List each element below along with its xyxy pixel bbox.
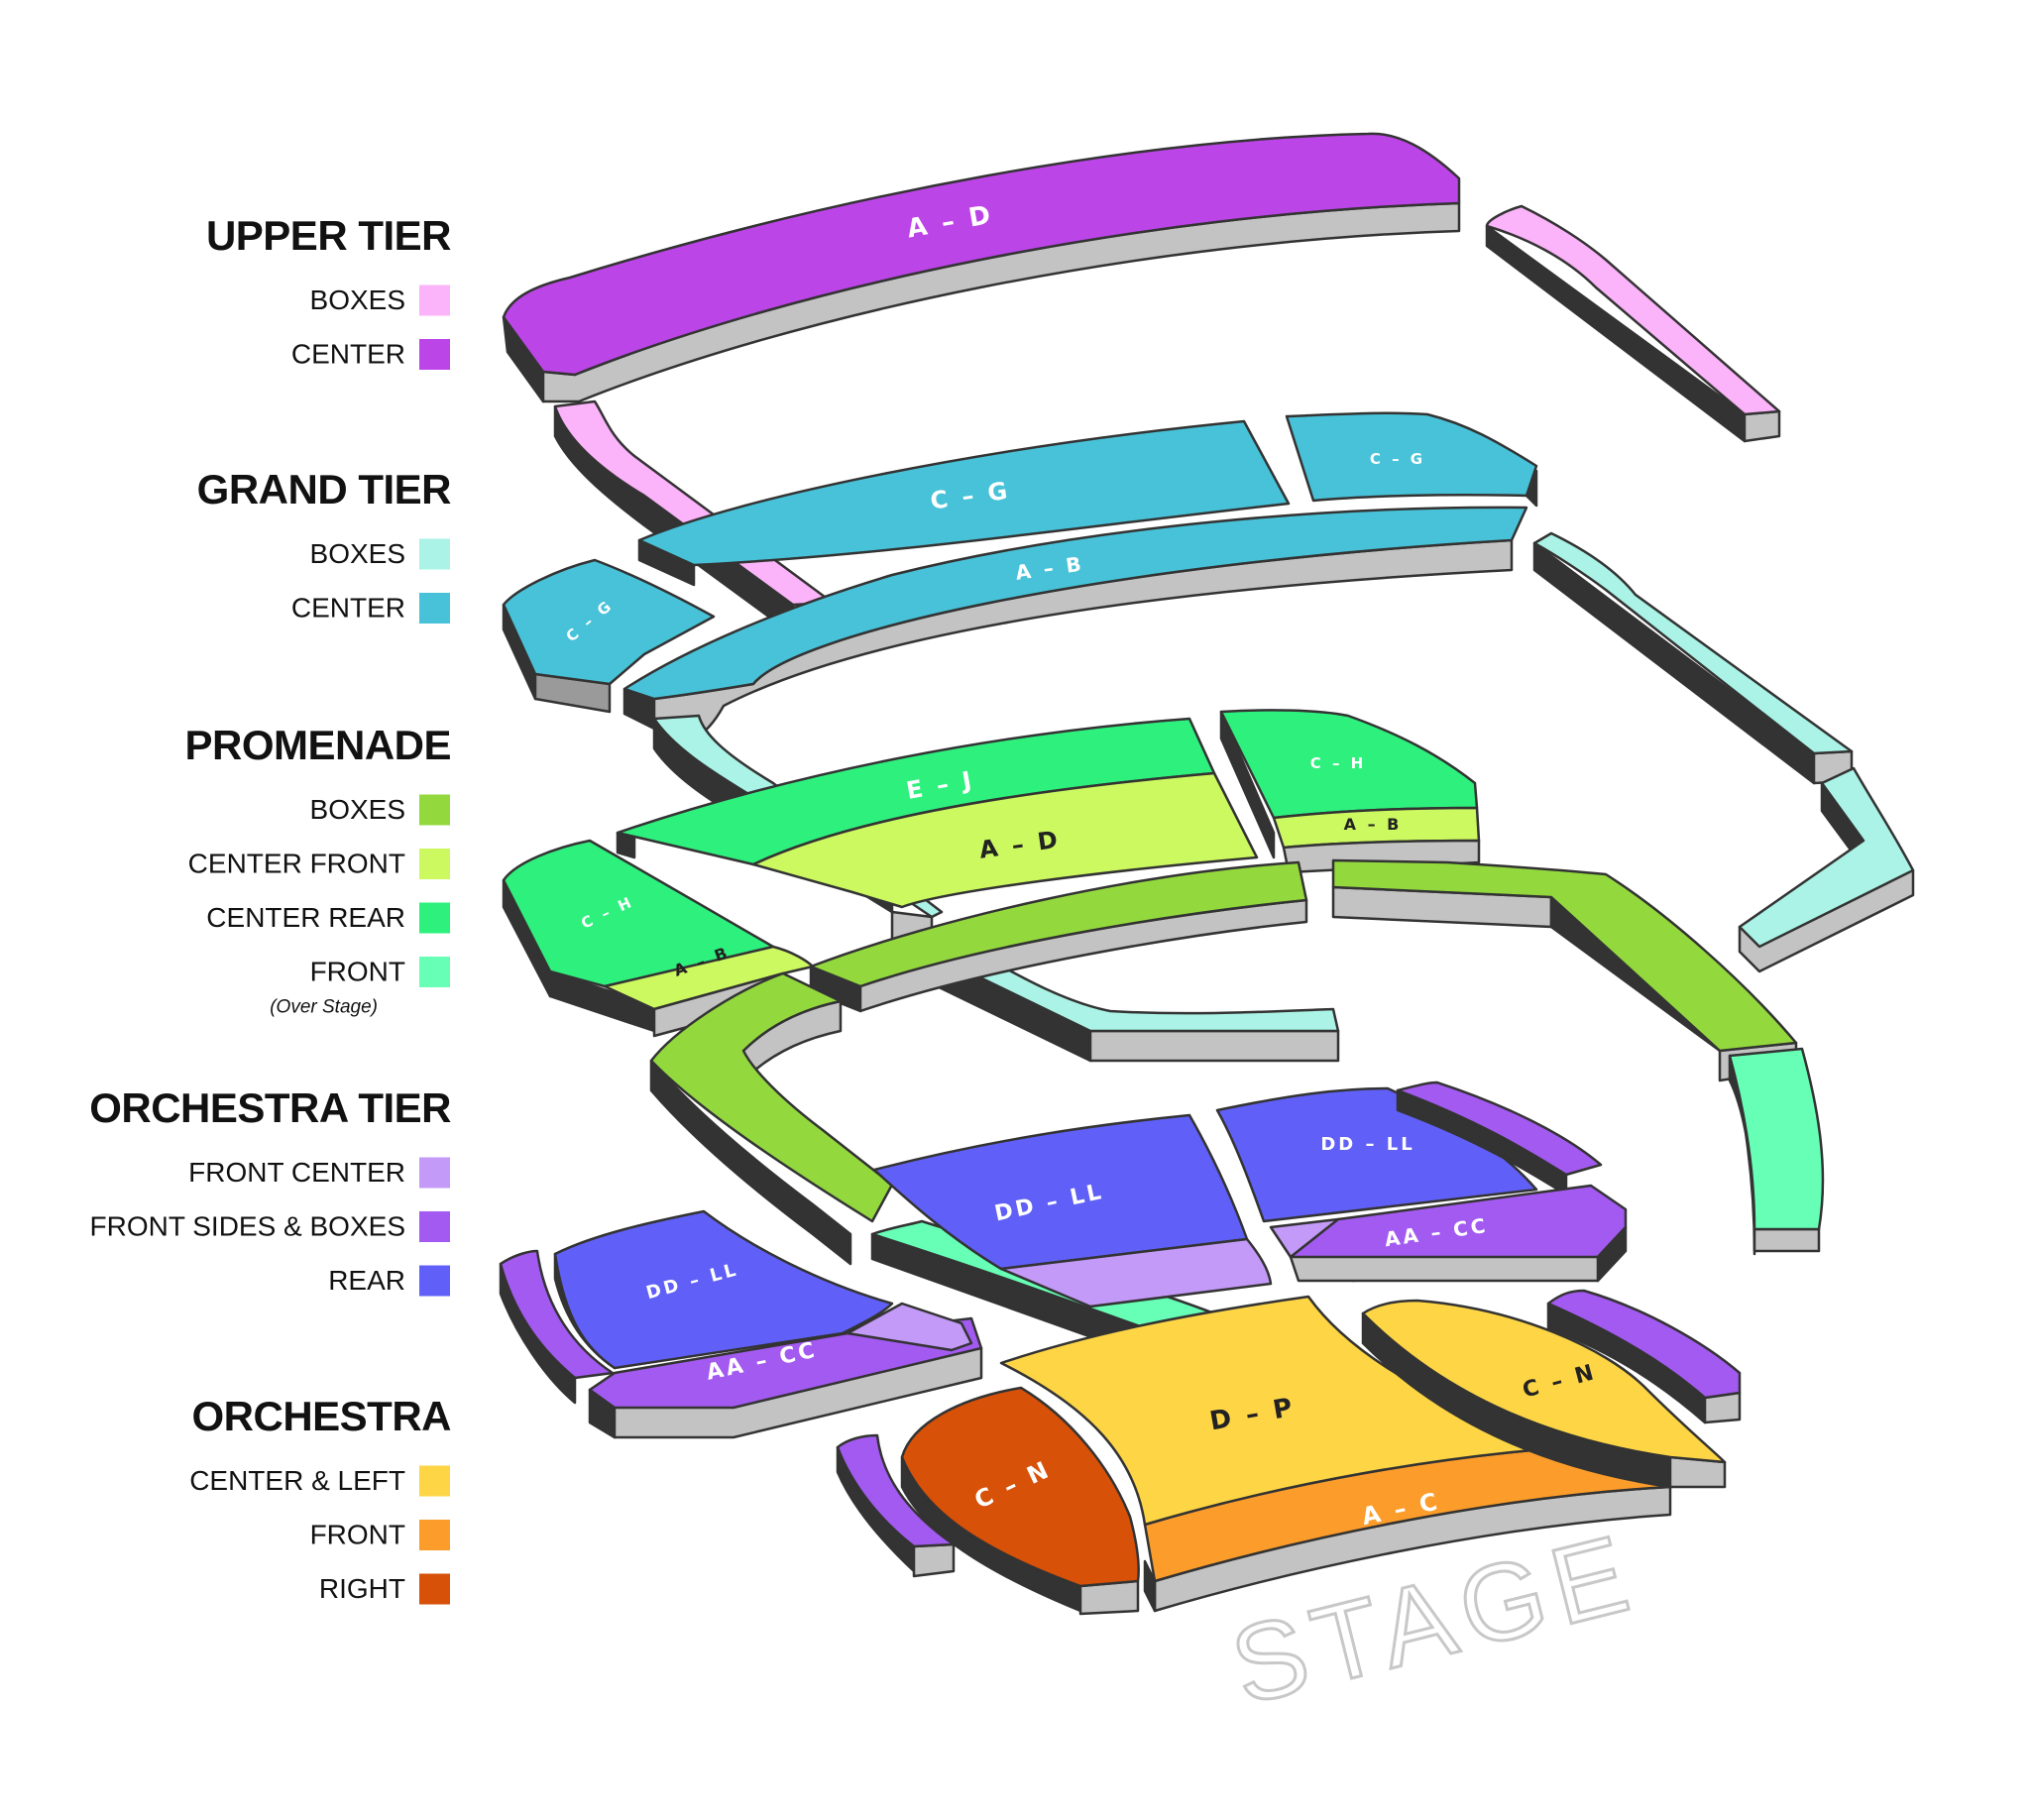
section-orch-center[interactable]: D – P A – C — [999, 1295, 1672, 1613]
section-prom-center-right[interactable]: C – H A – B — [1219, 709, 1481, 874]
label-prom-rear-right: C – H — [1310, 754, 1367, 772]
label-prom-front-right: A – B — [1344, 815, 1403, 834]
section-grand-boxes-right-upper[interactable] — [1532, 531, 1854, 785]
legend-swatch — [419, 1157, 450, 1189]
section-orch-boxes-right[interactable] — [1546, 1289, 1742, 1424]
legend-swatch — [419, 1465, 450, 1497]
legend-swatch — [419, 849, 450, 879]
promenade: E – J A – D C – H A – B C – H A – B — [502, 709, 1825, 1383]
legend-item-label: CENTER FRONT — [188, 849, 405, 879]
legend-swatch — [419, 1265, 450, 1297]
section-grand-center-left[interactable]: C – G — [502, 558, 716, 714]
section-upper-center[interactable]: A – D — [502, 132, 1461, 403]
legend-swatch — [419, 593, 450, 624]
section-prom-boxes-right[interactable] — [1331, 858, 1798, 1082]
legend-item-label: CENTER & LEFT — [189, 1465, 405, 1496]
legend-item-label: FRONT — [310, 957, 405, 987]
section-orch-boxes-left[interactable] — [836, 1433, 956, 1578]
legend-title: ORCHESTRA TIER — [89, 1084, 451, 1131]
section-ot-boxes-left[interactable] — [499, 1249, 615, 1405]
legend-swatch — [419, 1520, 450, 1550]
legend-swatch — [419, 1211, 450, 1242]
section-grand-boxes-right-lower[interactable] — [1738, 766, 1915, 973]
section-prom-center-main[interactable]: E – J A – D — [616, 717, 1259, 909]
section-grand-center-main[interactable]: C – G — [637, 419, 1291, 587]
legend-swatch — [419, 794, 450, 826]
legend-swatch — [419, 538, 450, 570]
orchestra-tier: DD – LL DD – LL AA – CC DD – LL — [499, 1081, 1628, 1439]
legend-swatch — [419, 957, 450, 987]
legend-title: ORCHESTRA — [191, 1393, 451, 1439]
legend-title: GRAND TIER — [197, 466, 452, 512]
legend-swatch — [419, 284, 450, 316]
section-upper-boxes-right[interactable] — [1485, 204, 1781, 443]
legend-item-label: BOXES — [310, 538, 405, 569]
section-prom-boxes-left[interactable] — [649, 971, 894, 1266]
label-ot-rear-right: DD – LL — [1320, 1134, 1414, 1155]
section-prom-boxes-ring[interactable] — [809, 860, 1308, 1013]
section-orch-left-yellow[interactable]: C – N — [1361, 1299, 1727, 1489]
legend-item-label: RIGHT — [319, 1573, 405, 1604]
section-grand-center-right[interactable]: C – G — [1285, 411, 1538, 508]
legend-item-label: BOXES — [310, 794, 405, 825]
legend-title: UPPER TIER — [206, 212, 451, 259]
label-grand-center-right: C – G — [1370, 450, 1425, 468]
legend-item-label: FRONT — [310, 1520, 405, 1550]
section-ot-rear-left[interactable]: DD – LL — [553, 1209, 894, 1370]
section-ot-sides-left[interactable]: AA – CC — [588, 1302, 983, 1439]
legend-item-label: CENTER REAR — [206, 902, 405, 933]
section-prom-front-right[interactable] — [1728, 1047, 1825, 1256]
section-ot-rear-center[interactable]: DD – LL — [872, 1113, 1273, 1308]
legend-swatch — [419, 902, 450, 934]
legend-item-label: CENTER — [291, 339, 405, 370]
legend-swatch — [419, 1573, 450, 1605]
orchestra: D – P A – C C – N C – N — [836, 1289, 1742, 1616]
legend-item-label: FRONT SIDES & BOXES — [90, 1211, 405, 1242]
legend-title: PROMENADE — [184, 722, 451, 768]
legend-swatch — [419, 339, 450, 370]
legend-item-note: (Over Stage) — [270, 997, 378, 1018]
section-ot-boxes-right-upper[interactable] — [1396, 1081, 1603, 1196]
legend-item-label: FRONT CENTER — [188, 1157, 405, 1188]
section-ot-sides-right[interactable]: AA – CC — [1269, 1184, 1628, 1283]
section-orch-right[interactable]: C – N — [900, 1386, 1140, 1616]
legend-item-label: REAR — [328, 1265, 405, 1296]
legend: UPPER TIER BOXES CENTER GRAND TIER BOXES CENT… — [89, 212, 452, 1605]
legend-item-label: BOXES — [310, 284, 405, 315]
section-prom-center-left[interactable]: C – H A – B — [502, 839, 815, 1038]
legend-item-label: CENTER — [291, 593, 405, 624]
